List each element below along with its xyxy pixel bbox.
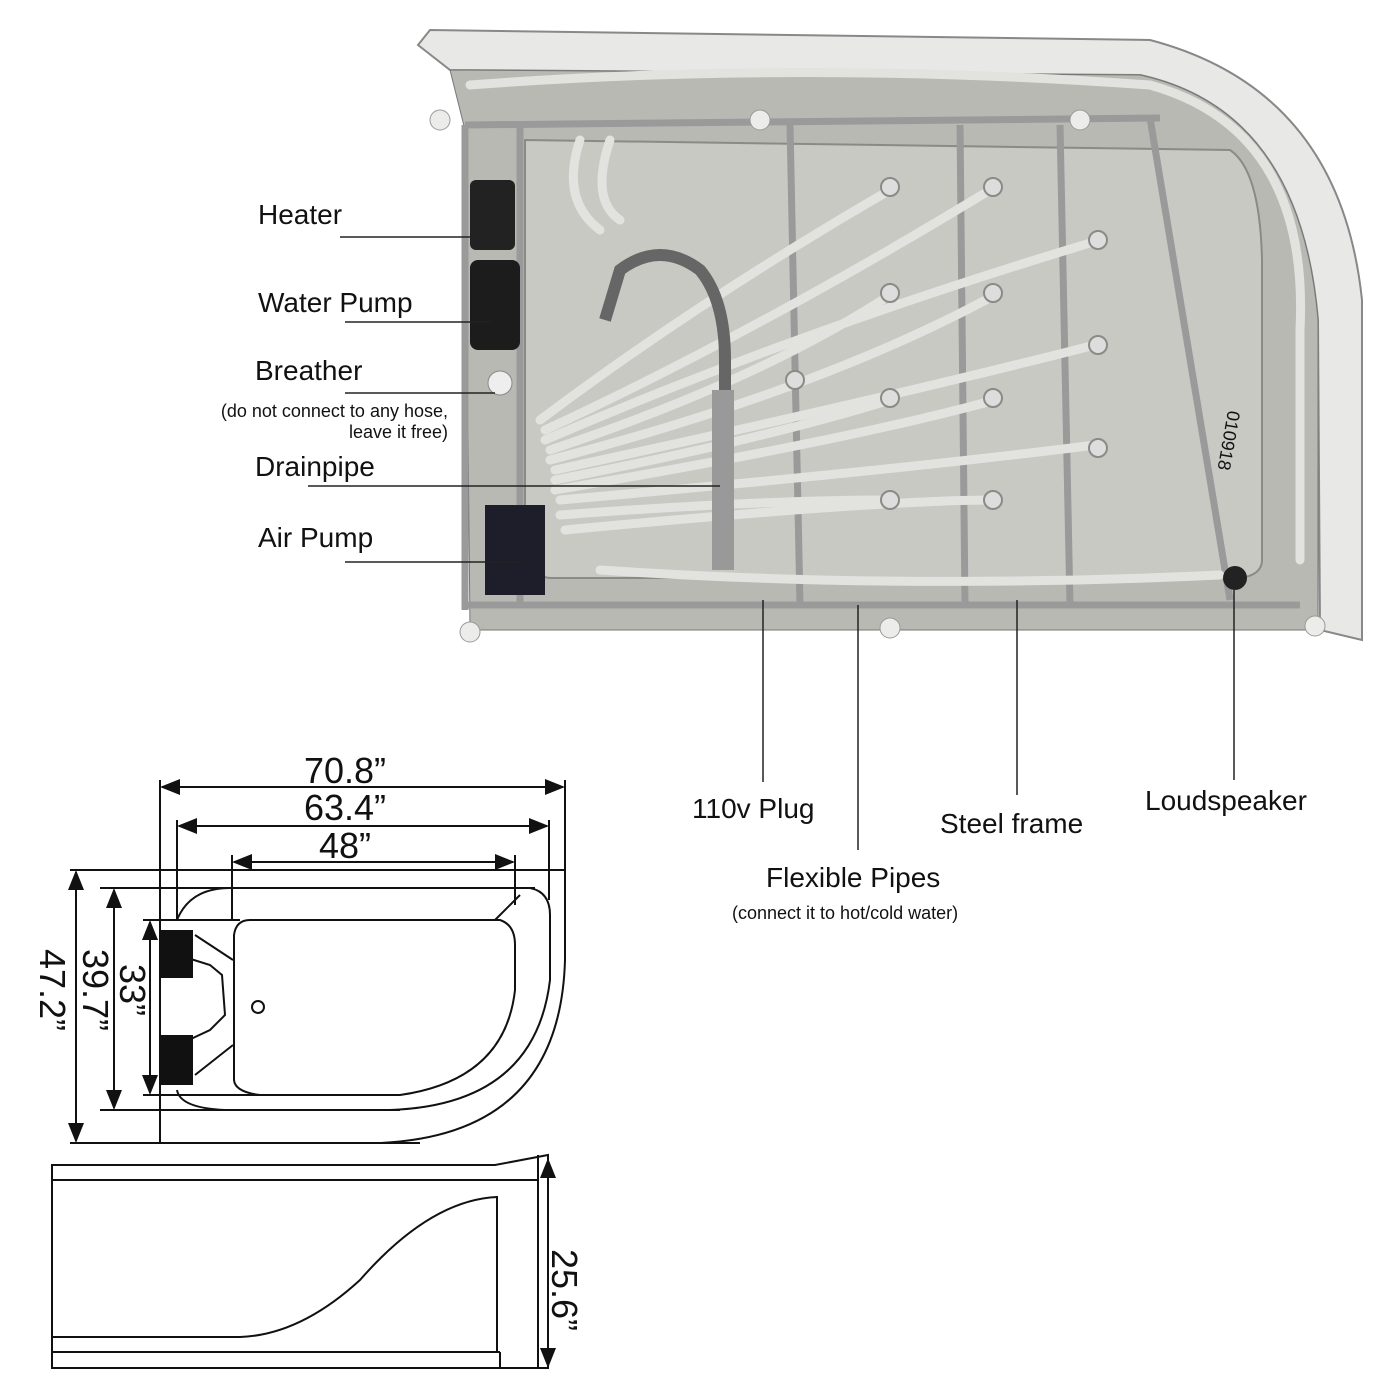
label-breather-note-2: leave it free) bbox=[349, 422, 448, 442]
label-110v-plug: 110v Plug bbox=[692, 793, 814, 824]
label-steel-frame: Steel frame bbox=[940, 808, 1083, 839]
water-pump-unit bbox=[470, 260, 520, 350]
dim-overall-width: 47.2” bbox=[32, 949, 73, 1031]
loudspeaker-unit bbox=[1223, 566, 1247, 590]
dim-basin-length: 48” bbox=[319, 825, 371, 866]
flexible-hoses bbox=[465, 68, 1306, 586]
air-pump-unit bbox=[485, 505, 545, 595]
drainpipe bbox=[599, 249, 731, 570]
leader-lines bbox=[308, 236, 1235, 850]
label-breather: Breather bbox=[255, 355, 362, 386]
heater-unit bbox=[470, 180, 515, 250]
tub-underside-photo: 010918 bbox=[416, 28, 1363, 643]
dim-inner-width: 39.7” bbox=[75, 949, 116, 1031]
drainpipe-vertical bbox=[712, 390, 734, 570]
dim-inner-length: 63.4” bbox=[304, 787, 386, 828]
label-water-pump: Water Pump bbox=[258, 287, 413, 318]
label-heater: Heater bbox=[258, 199, 342, 230]
label-flexible-pipes-note: (connect it to hot/cold water) bbox=[732, 903, 958, 923]
dim-height: 25.6” bbox=[544, 1249, 585, 1331]
label-loudspeaker: Loudspeaker bbox=[1145, 785, 1307, 816]
jets bbox=[785, 177, 1108, 510]
label-breather-note-1: (do not connect to any hose, bbox=[221, 401, 448, 421]
label-flexible-pipes: Flexible Pipes bbox=[766, 862, 940, 893]
label-drainpipe: Drainpipe bbox=[255, 451, 375, 482]
top-view-drawing bbox=[68, 779, 566, 1144]
dim-basin-width: 33” bbox=[112, 964, 153, 1016]
side-view-drawing bbox=[51, 1153, 556, 1369]
steel-frame bbox=[461, 114, 1300, 610]
dim-overall-length: 70.8” bbox=[304, 750, 386, 791]
label-air-pump: Air Pump bbox=[258, 522, 373, 553]
breather-unit bbox=[487, 370, 513, 396]
